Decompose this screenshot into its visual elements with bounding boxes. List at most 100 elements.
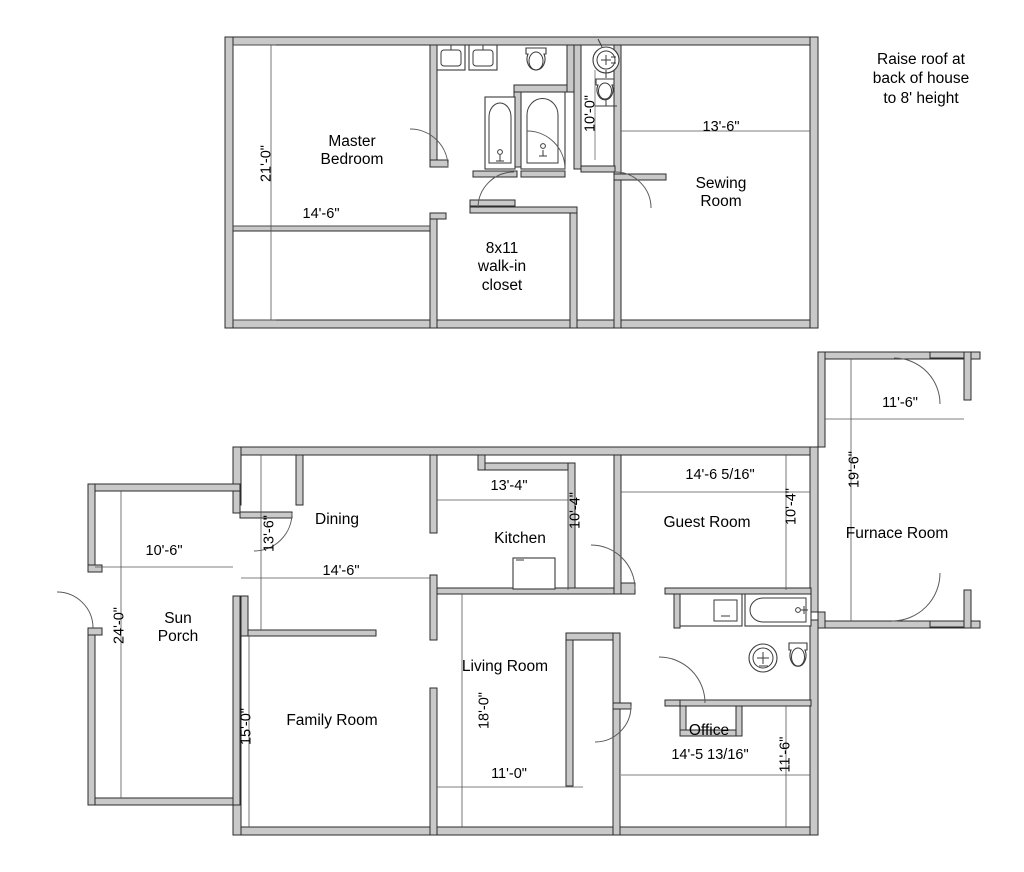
dim-label-office-width: 14'-5 13/16" bbox=[671, 747, 749, 763]
upper-level-walls bbox=[224, 36, 819, 329]
main-level-fixtures bbox=[512, 557, 812, 673]
upper-closet-door-head bbox=[469, 199, 516, 207]
master-bath-tub-right-inner bbox=[526, 97, 559, 164]
main-bath-tub-inner bbox=[749, 597, 807, 623]
dim-label-sewing-room-width: 13'-6" bbox=[702, 119, 740, 135]
upper-level-dimensions bbox=[233, 44, 810, 321]
main-partition-dining-right bbox=[295, 454, 304, 506]
room-label-kitchen: Kitchen bbox=[494, 530, 546, 547]
main-level-dimensions bbox=[95, 359, 964, 827]
main-bath-tub-drain bbox=[795, 607, 801, 613]
upper-partition-bedroom-closet bbox=[232, 225, 431, 232]
dim-label-living-room-height: 18'-0" bbox=[476, 692, 493, 730]
main-living-closet-right bbox=[612, 632, 621, 836]
dim-label-kitchen-width: 13'-4" bbox=[490, 478, 528, 494]
main-level-door-swings bbox=[56, 357, 941, 743]
door-swing-porch-dining bbox=[253, 512, 293, 552]
dim-label-living-room-width: 11'-0" bbox=[491, 766, 527, 782]
dim-label-master-bedroom-height: 21'-0" bbox=[258, 145, 275, 183]
hall-bath-shower-fitting bbox=[601, 55, 616, 65]
upper-partition-toilet-right bbox=[566, 44, 575, 93]
upper-partition-hall-right bbox=[613, 44, 622, 329]
porch-wall-left-upper bbox=[87, 483, 96, 573]
main-partition-kitchen-left bbox=[477, 454, 486, 471]
main-bath-sink-basin-icon bbox=[713, 599, 738, 622]
upper-door-head-bath-right bbox=[520, 170, 566, 178]
master-bath-tub-right-faucet bbox=[539, 150, 547, 157]
porch-wall-left-lower bbox=[87, 627, 96, 806]
door-swing-main-bath bbox=[658, 656, 706, 704]
upper-partition-closet-left bbox=[429, 212, 438, 329]
main-partition-dining-kitchen-upper bbox=[429, 454, 438, 534]
master-bath-tub-left-drain bbox=[497, 149, 503, 155]
master-bath-tub-right-drain bbox=[540, 143, 546, 149]
main-bath-shower-inner-ring bbox=[752, 647, 774, 669]
main-partition-family-living bbox=[429, 687, 438, 836]
room-label-master-bedroom: Master Bedroom bbox=[320, 133, 384, 169]
door-swing-porch-entry bbox=[56, 591, 94, 629]
door-swing-living-closet bbox=[594, 705, 632, 743]
dim-label-guest-room-height: 10'-4" bbox=[783, 488, 800, 526]
porch-wall-bottom bbox=[87, 797, 241, 806]
door-swing-guest-room bbox=[590, 544, 636, 590]
porch-door-jamb-bottom bbox=[87, 627, 103, 636]
room-label-family-room: Family Room bbox=[286, 712, 378, 729]
dim-label-master-bedroom-width: 14'-6" bbox=[302, 206, 340, 222]
main-exterior-wall-bottom bbox=[232, 826, 819, 836]
furnace-wall-right-lower bbox=[963, 589, 972, 629]
main-bath-tub-faucet bbox=[801, 606, 808, 614]
porch-wall-top bbox=[87, 483, 241, 492]
main-bath-left-wall bbox=[673, 593, 681, 629]
hall-bath-shower-supply bbox=[597, 38, 603, 48]
dim-label-kitchen-height: 10'-4" bbox=[567, 492, 584, 530]
room-label-sewing-room: Sewing Room bbox=[695, 175, 747, 211]
door-swing-master-bath-left bbox=[409, 128, 449, 168]
porch-wall-right-upper bbox=[232, 490, 241, 514]
main-exterior-wall-top bbox=[232, 446, 819, 456]
door-swing-furnace-bottom bbox=[891, 572, 941, 622]
room-label-living-room: Living Room bbox=[461, 658, 549, 675]
room-label-dining: Dining bbox=[315, 511, 359, 528]
main-living-closet-left bbox=[565, 632, 574, 787]
room-label-guest-room: Guest Room bbox=[663, 514, 751, 531]
main-bath-toilet-bowl bbox=[791, 647, 805, 667]
upper-hall-door-head bbox=[580, 165, 616, 173]
door-swing-furnace-top bbox=[893, 357, 941, 405]
upper-exterior-wall-left bbox=[224, 36, 234, 329]
room-label-furnace-room: Furnace Room bbox=[845, 525, 949, 542]
dim-label-sun-porch-width: 10'-6" bbox=[145, 543, 183, 559]
master-bath-tub-left-faucet bbox=[496, 155, 504, 162]
main-partition-dining-family bbox=[240, 629, 377, 637]
dim-label-guest-room-width: 14'-6 5/16" bbox=[685, 467, 755, 483]
room-label-sun-porch: Sun Porch bbox=[157, 610, 199, 646]
hall-bath-toilet-bowl bbox=[598, 82, 612, 100]
upper-exterior-wall-bottom bbox=[224, 319, 819, 329]
dim-label-sun-porch-height: 24'-0" bbox=[111, 607, 128, 645]
main-partition-kitchen-top bbox=[477, 462, 576, 471]
master-bath-faucet-right bbox=[479, 45, 487, 51]
porch-wall-right-lower bbox=[232, 595, 241, 806]
main-exterior-wall-right-upper bbox=[809, 446, 819, 613]
main-living-closet-doorjamb bbox=[612, 702, 632, 710]
upper-closet-doorframe-top bbox=[429, 212, 447, 220]
upper-partition-master-bath-left bbox=[429, 44, 438, 168]
office-closet-right bbox=[735, 705, 743, 737]
furnace-door-head-top bbox=[929, 351, 965, 359]
hall-bath-toilet-icon bbox=[595, 78, 615, 101]
upper-exterior-wall-top bbox=[224, 36, 819, 46]
main-bath-bottom-wall bbox=[679, 699, 812, 707]
dim-label-family-room-height: 15'-0" bbox=[238, 708, 255, 746]
main-partition-guest-bottom bbox=[664, 587, 812, 595]
dim-label-furnace-room-height: 19'-6" bbox=[846, 451, 863, 489]
furnace-door-head-bottom bbox=[929, 620, 965, 628]
master-bath-toilet-bowl bbox=[528, 51, 544, 71]
dim-label-dining-height: 13'-6" bbox=[261, 515, 278, 553]
dim-label-furnace-room-width: 11'-6" bbox=[882, 395, 918, 411]
room-label-walk-in-closet: 8x11 walk-in closet bbox=[477, 240, 527, 294]
main-partition-dining-kitchen-lower bbox=[429, 574, 438, 641]
furnace-wall-left-lower bbox=[817, 611, 826, 629]
upper-partition-closet-right bbox=[569, 212, 578, 329]
upper-level-fixtures bbox=[436, 38, 620, 170]
